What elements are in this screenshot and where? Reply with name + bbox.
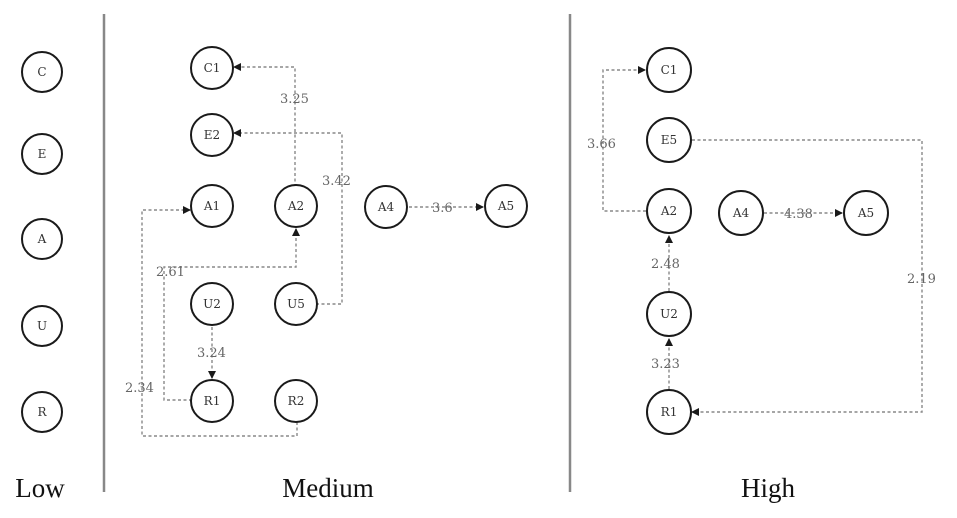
node-label: A1 xyxy=(203,199,220,213)
edge-medium-a2-c1 xyxy=(233,63,296,187)
medium-nodes: C1 E2 A1 A2 A4 A5 U2 U5 xyxy=(190,46,528,423)
high-edge-labels: 3.66 4.38 2.48 3.23 2.19 xyxy=(587,137,936,372)
node-label: C1 xyxy=(204,61,221,75)
node-medium-a5: A5 xyxy=(484,184,528,228)
medium-edge-labels: 3.25 3.42 3.6 2.61 3.24 2.34 xyxy=(125,92,453,396)
node-medium-a2: A2 xyxy=(274,184,318,228)
node-label: A2 xyxy=(287,199,304,213)
high-nodes: C1 E5 A2 A4 A5 U2 R1 xyxy=(646,47,889,435)
node-label: E2 xyxy=(204,128,220,142)
node-label: U2 xyxy=(660,307,678,321)
node-label: R xyxy=(37,405,47,419)
weight-high-r1-u2: 3.23 xyxy=(651,357,680,372)
edge-medium-r1-a2 xyxy=(163,228,300,401)
weight-medium-u5-e2: 3.42 xyxy=(322,174,351,189)
node-low-a: A xyxy=(21,218,63,260)
node-medium-u5: U5 xyxy=(274,282,318,326)
node-low-r: R xyxy=(21,391,63,433)
node-high-r1: R1 xyxy=(646,389,692,435)
node-medium-a4: A4 xyxy=(364,185,408,229)
node-label: C xyxy=(37,65,46,79)
group-title-low: Low xyxy=(15,473,65,503)
node-label: R1 xyxy=(204,394,221,408)
node-label: U5 xyxy=(287,297,305,311)
medium-edges xyxy=(141,63,484,437)
node-label: A2 xyxy=(660,204,677,218)
node-label: U xyxy=(37,319,47,333)
edge-high-e5-r1 xyxy=(691,139,923,416)
node-medium-c1: C1 xyxy=(190,46,234,90)
node-medium-r2: R2 xyxy=(274,379,318,423)
edge-high-a2-c1 xyxy=(602,66,646,212)
node-medium-r1: R1 xyxy=(190,379,234,423)
node-high-a5: A5 xyxy=(843,190,889,236)
node-low-u: U xyxy=(21,305,63,347)
weight-high-e5-r1: 2.19 xyxy=(907,272,936,287)
weight-medium-a2-c1: 3.25 xyxy=(280,92,309,107)
node-label: R1 xyxy=(661,405,678,419)
node-label: A xyxy=(37,232,47,246)
weight-medium-a4-a5: 3.6 xyxy=(432,201,453,216)
group-title-medium: Medium xyxy=(282,473,374,503)
node-medium-a1: A1 xyxy=(190,184,234,228)
node-high-a4: A4 xyxy=(718,190,764,236)
node-high-e5: E5 xyxy=(646,117,692,163)
node-label: A5 xyxy=(857,206,874,220)
weight-medium-u2-r1: 3.24 xyxy=(197,346,226,361)
weight-medium-r2-a1: 2.34 xyxy=(125,381,154,396)
node-label: A4 xyxy=(377,200,395,214)
weight-medium-r1-a2: 2.61 xyxy=(156,265,185,280)
weight-high-a2-c1: 3.66 xyxy=(587,137,616,152)
node-high-a2: A2 xyxy=(646,188,692,234)
node-high-c1: C1 xyxy=(646,47,692,93)
weight-high-a4-a5: 4.38 xyxy=(784,207,813,222)
node-low-c: C xyxy=(21,51,63,93)
weight-high-u2-a2: 2.48 xyxy=(651,257,680,272)
node-label: U2 xyxy=(203,297,221,311)
node-label: A5 xyxy=(497,199,514,213)
edge-medium-u5-e2 xyxy=(233,129,343,305)
node-high-u2: U2 xyxy=(646,291,692,337)
group-title-high: High xyxy=(741,473,796,503)
node-label: E5 xyxy=(661,133,677,147)
node-low-e: E xyxy=(21,133,63,175)
low-nodes: C E A U R xyxy=(21,51,63,433)
node-medium-u2: U2 xyxy=(190,282,234,326)
node-label: A4 xyxy=(732,206,750,220)
high-edges xyxy=(602,66,923,416)
node-label: C1 xyxy=(661,63,678,77)
node-label: E xyxy=(38,147,47,161)
node-medium-e2: E2 xyxy=(190,113,234,157)
node-label: R2 xyxy=(288,394,305,408)
